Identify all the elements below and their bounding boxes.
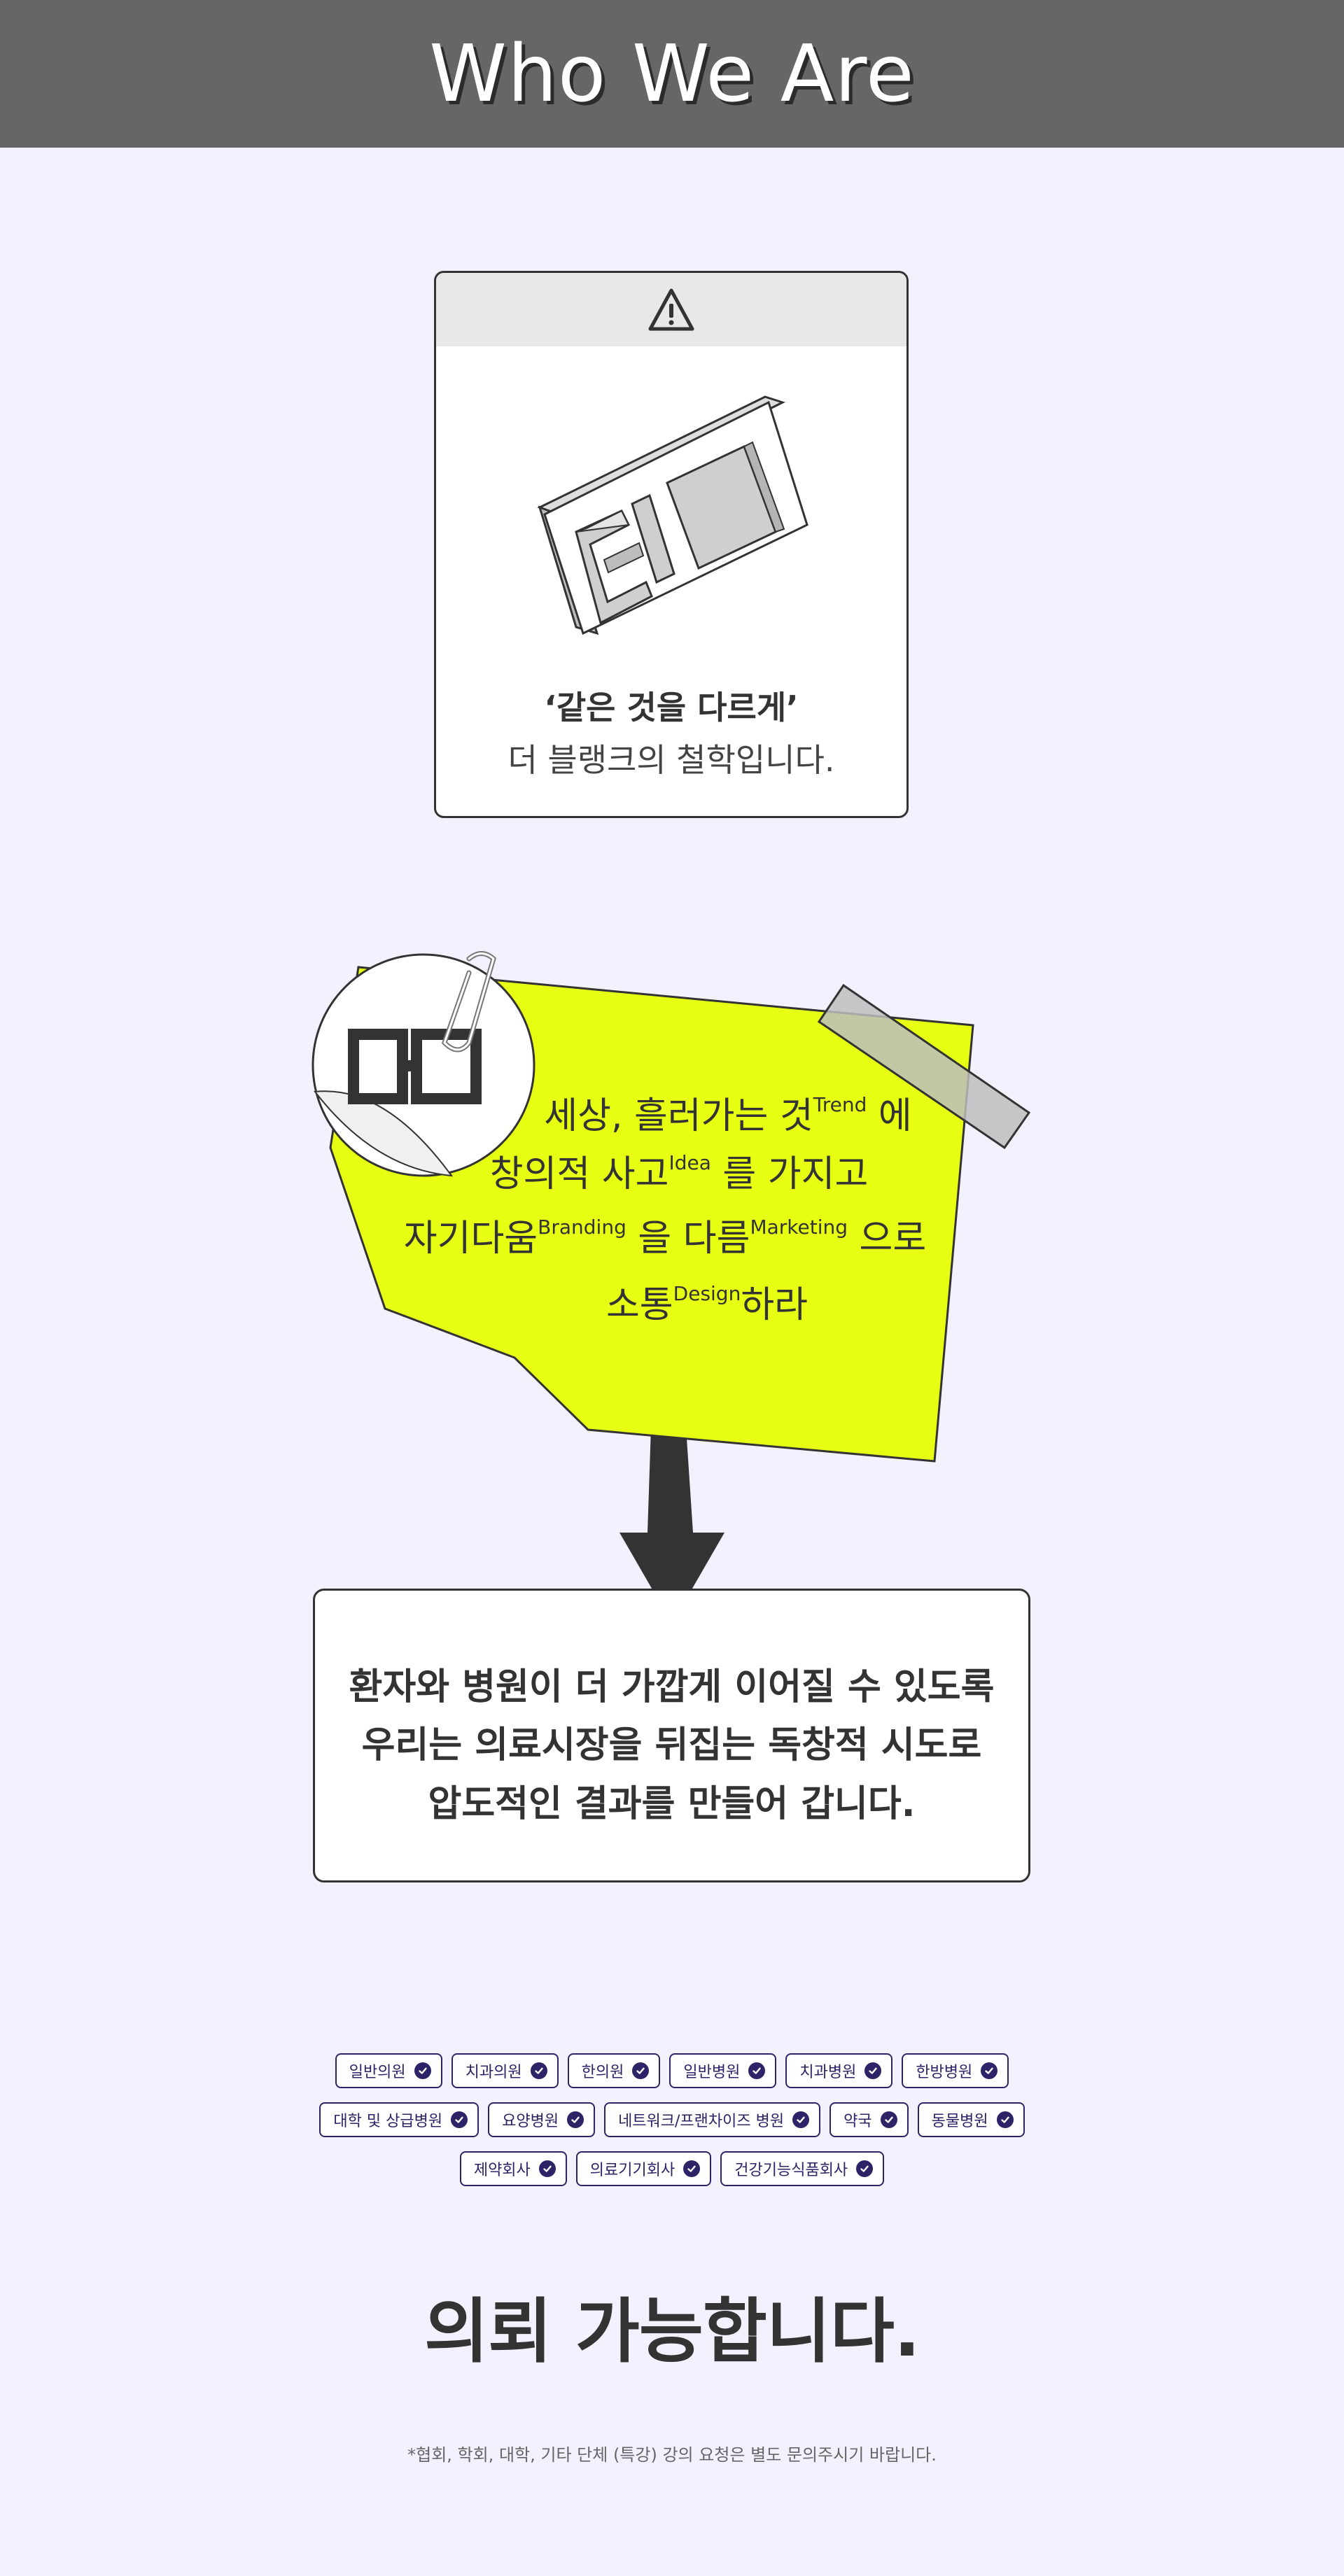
check-icon (538, 2160, 556, 2177)
mission-line-2: 우리는 의료시장을 뒤집는 독창적 시도로 (361, 1724, 982, 1766)
brand-logo-3d-icon (537, 395, 808, 635)
note-line-1: 세상, 흘러가는 것Trend 에 (518, 1093, 938, 1137)
note-line-4: 소통Design하라 (518, 1282, 896, 1326)
note-text: 창의적 사고 (489, 1153, 669, 1195)
check-icon (451, 2111, 468, 2128)
category-tag: 약국 (830, 2102, 909, 2137)
check-icon (632, 2062, 650, 2079)
category-tag-label: 제약회사 (473, 2162, 531, 2179)
check-icon (792, 2111, 810, 2128)
check-icon (530, 2062, 547, 2079)
category-tag-label: 동물병원 (931, 2113, 988, 2130)
category-tag-label: 한의원 (581, 2064, 624, 2081)
logo-sticker-icon (312, 953, 536, 1177)
card-top-bar (436, 273, 906, 346)
check-icon (683, 2160, 701, 2177)
category-tag-label: 치과의원 (465, 2064, 522, 2081)
note-line-3: 자기다움Branding 을 다름Marketing 으로 (378, 1216, 952, 1260)
page-header: Who We Are (0, 0, 1344, 148)
category-tag: 네트워크/프랜차이즈 병원 (604, 2102, 821, 2137)
category-tag: 치과의원 (451, 2053, 559, 2088)
category-tag: 치과병원 (785, 2053, 893, 2088)
philosophy-card: ‘같은 것을 다르게’ 더 블랭크의 철학입니다. (434, 271, 909, 818)
check-icon (996, 2111, 1014, 2128)
note-sup: Branding (538, 1216, 626, 1239)
check-icon (880, 2111, 897, 2128)
cta-title: 의뢰 가능합니다. (424, 2290, 920, 2372)
sticky-note-illustration (312, 951, 1031, 1624)
category-tag-label: 일반병원 (683, 2064, 741, 2081)
note-text: 을 다름 (626, 1218, 750, 1260)
check-icon (414, 2062, 431, 2079)
category-tag: 한의원 (567, 2053, 661, 2088)
note-sup: Trend (813, 1093, 867, 1116)
category-tag: 대학 및 상급병원 (319, 2102, 479, 2137)
check-icon (981, 2062, 998, 2079)
mission-card: 환자와 병원이 더 가깝게 이어질 수 있도록 우리는 의료시장을 뒤집는 독창… (313, 1589, 1030, 1882)
footnote: *협회, 학회, 대학, 기타 단체 (특강) 강의 요청은 별도 문의주시기 … (407, 2445, 937, 2465)
note-text: 소통 (606, 1284, 673, 1326)
note-line-2: 창의적 사고Idea 를 가지고 (448, 1151, 910, 1195)
note-sup: Marketing (750, 1216, 848, 1239)
check-icon (567, 2111, 584, 2128)
note-text: 에 (867, 1095, 912, 1137)
note-text: 를 가지고 (710, 1153, 869, 1195)
category-tag: 건강기능식품회사 (720, 2151, 885, 2186)
category-tag: 한방병원 (902, 2053, 1009, 2088)
category-tag-label: 네트워크/프랜차이즈 병원 (618, 2113, 785, 2130)
category-tag-label: 일반의원 (349, 2064, 406, 2081)
philosophy-quote: ‘같은 것을 다르게’ (544, 689, 799, 726)
note-sup: Idea (668, 1151, 711, 1174)
mission-line-3: 압도적인 결과를 만들어 갑니다. (428, 1783, 916, 1825)
check-icon (856, 2160, 874, 2177)
category-tag-label: 대학 및 상급병원 (333, 2113, 443, 2130)
philosophy-subtitle: 더 블랭크의 철학입니다. (507, 741, 835, 779)
check-icon (864, 2062, 882, 2079)
tag-row-1: 일반의원 치과의원 한의원 일반병원 치과병원 한방병원 (0, 2053, 1344, 2088)
category-tag: 제약회사 (459, 2151, 567, 2186)
category-tag: 의료기기회사 (575, 2151, 712, 2186)
note-sup: Design (673, 1282, 741, 1305)
category-tag: 일반의원 (335, 2053, 442, 2088)
category-tag-label: 요양병원 (502, 2113, 559, 2130)
warning-icon (648, 288, 694, 330)
category-tag-label: 한방병원 (916, 2064, 973, 2081)
tag-row-2: 대학 및 상급병원 요양병원 네트워크/프랜차이즈 병원 약국 동물병원 (0, 2102, 1344, 2137)
page-title: Who We Are (429, 28, 915, 120)
note-text: 하라 (741, 1284, 808, 1326)
category-tag-label: 건강기능식품회사 (734, 2162, 848, 2179)
category-tag: 일반병원 (669, 2053, 777, 2088)
tape-icon (817, 983, 1031, 1150)
mission-line-1: 환자와 병원이 더 가깝게 이어질 수 있도록 (349, 1666, 995, 1708)
check-icon (748, 2062, 766, 2079)
category-tag: 동물병원 (917, 2102, 1025, 2137)
paperclip-icon (441, 951, 496, 1053)
note-text: 으로 (848, 1218, 927, 1260)
category-tag-label: 약국 (844, 2113, 872, 2130)
category-tag: 요양병원 (488, 2102, 596, 2137)
category-tag-label: 의료기기회사 (589, 2162, 676, 2179)
category-tag-label: 치과병원 (799, 2064, 857, 2081)
down-arrow-icon (620, 1428, 724, 1624)
note-text: 세상, 흘러가는 것 (544, 1095, 813, 1137)
note-text: 자기다움 (403, 1218, 538, 1260)
tag-row-3: 제약회사 의료기기회사 건강기능식품회사 (0, 2151, 1344, 2186)
